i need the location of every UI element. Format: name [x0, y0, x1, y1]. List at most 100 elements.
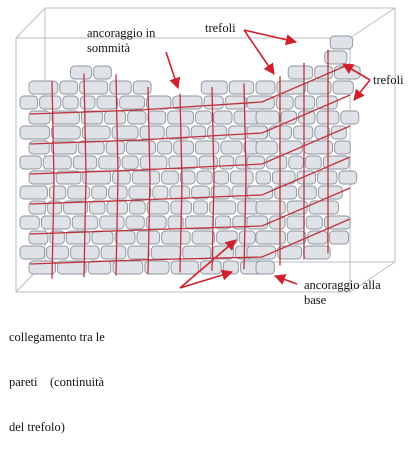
- stone-block-front-wall: [105, 111, 126, 124]
- stone-block-front-wall: [170, 186, 190, 199]
- stone-block-return-wall: [335, 141, 351, 154]
- stone-block-return-wall: [309, 201, 338, 214]
- stone-block-return-wall: [339, 171, 357, 184]
- stone-block-front-wall: [120, 96, 145, 109]
- stone-block-return-wall: [270, 216, 285, 229]
- stone-block-return-wall: [256, 171, 271, 184]
- stone-block-return-wall: [288, 66, 313, 79]
- stone-block-front-wall: [80, 96, 95, 109]
- arrow-top-anchor: [166, 52, 178, 88]
- stone-block-return-wall: [278, 246, 302, 259]
- stone-block-return-wall: [276, 96, 293, 109]
- stone-block-front-wall: [196, 141, 219, 154]
- label-wall-connection-line1: collegamento tra le: [9, 330, 105, 345]
- label-top-anchor-line1: ancoraggio in: [87, 26, 155, 41]
- stone-block-front-wall: [196, 111, 212, 124]
- stone-block-front-wall: [140, 156, 167, 169]
- stone-block-front-wall: [40, 96, 61, 109]
- label-wall-connection: collegamento tra le pareti (continuità d…: [9, 300, 105, 465]
- label-base-anchor: ancoraggio alla base: [304, 278, 381, 308]
- stone-block-return-wall: [305, 156, 321, 169]
- stone-block-return-wall: [256, 231, 285, 244]
- stone-block-front-wall: [128, 111, 146, 124]
- stone-block-front-wall: [171, 261, 198, 274]
- label-strands-top-text: trefoli: [205, 21, 236, 36]
- stone-block-front-wall: [20, 246, 45, 259]
- stone-block-front-wall: [128, 246, 149, 259]
- stone-block-front-wall: [112, 126, 138, 139]
- stone-block-return-wall: [304, 246, 331, 259]
- stone-block-front-wall: [231, 171, 254, 184]
- stone-block-front-wall: [162, 231, 191, 244]
- stone-block-front-wall: [106, 141, 124, 154]
- stone-block-front-wall: [129, 186, 151, 199]
- stone-block-front-wall: [147, 96, 171, 109]
- stone-block-front-wall: [50, 186, 66, 199]
- stone-block-front-wall: [151, 246, 181, 259]
- stone-block-front-wall: [113, 171, 131, 184]
- stone-block-return-wall: [256, 111, 279, 124]
- stone-block-return-wall: [333, 81, 353, 94]
- stone-block-return-wall: [247, 216, 268, 229]
- stone-block-front-wall: [122, 156, 138, 169]
- stone-block-front-wall: [185, 216, 213, 229]
- stone-block-front-wall: [140, 126, 164, 139]
- stone-block-front-wall: [130, 201, 146, 214]
- stone-block-front-wall: [94, 66, 112, 79]
- stone-block-front-wall: [100, 216, 124, 229]
- stone-block-front-wall: [113, 261, 143, 274]
- stone-block-front-wall: [20, 96, 38, 109]
- stone-block-front-wall: [101, 246, 126, 259]
- stone-block-front-wall: [110, 81, 132, 94]
- stone-block-front-wall: [99, 156, 121, 169]
- label-strands-right-text: trefoli: [373, 73, 404, 88]
- label-strands-top: trefoli: [205, 21, 236, 36]
- stone-block-front-wall: [194, 201, 208, 214]
- arrow-base-anchor: [275, 276, 297, 284]
- stone-block-return-wall: [299, 186, 317, 199]
- stone-block-front-wall: [229, 81, 253, 94]
- stone-block-return-wall: [330, 36, 352, 49]
- stone-blocks: [20, 36, 360, 274]
- stone-block-front-wall: [78, 141, 104, 154]
- stone-block-front-wall: [71, 66, 92, 79]
- stone-block-front-wall: [183, 246, 211, 259]
- stone-block-return-wall: [306, 216, 322, 229]
- stone-block-front-wall: [148, 111, 166, 124]
- stone-block-return-wall: [247, 156, 265, 169]
- stone-block-return-wall: [294, 126, 313, 139]
- stone-block-front-wall: [63, 96, 78, 109]
- stone-block-front-wall: [29, 81, 58, 94]
- label-base-anchor-line1: ancoraggio alla: [304, 278, 381, 293]
- stone-block-front-wall: [90, 201, 105, 214]
- stone-block-return-wall: [315, 126, 329, 139]
- stone-block-front-wall: [83, 171, 111, 184]
- stone-block-front-wall: [208, 126, 227, 139]
- stone-block-front-wall: [225, 96, 246, 109]
- stone-block-front-wall: [239, 231, 255, 244]
- stone-block-front-wall: [158, 141, 172, 154]
- stone-block-front-wall: [153, 186, 168, 199]
- stone-block-return-wall: [289, 156, 304, 169]
- stone-block-return-wall: [318, 171, 338, 184]
- stone-block-front-wall: [47, 246, 69, 259]
- stone-block-return-wall: [256, 201, 285, 214]
- stone-block-front-wall: [204, 96, 223, 109]
- stone-block-front-wall: [126, 216, 144, 229]
- stone-block-front-wall: [82, 126, 110, 139]
- stone-block-front-wall: [201, 81, 227, 94]
- stone-block-front-wall: [132, 171, 159, 184]
- arrow-strands-right-b: [354, 80, 370, 100]
- label-top-anchor-line2: sommità: [87, 41, 155, 56]
- label-wall-connection-line2: pareti (continuità: [9, 375, 105, 390]
- stone-block-front-wall: [126, 141, 155, 154]
- stone-block-front-wall: [68, 186, 90, 199]
- stone-block-front-wall: [147, 201, 169, 214]
- stone-block-front-wall: [20, 216, 39, 229]
- stone-block-front-wall: [162, 171, 179, 184]
- label-strands-right: trefoli: [373, 73, 404, 88]
- stone-block-front-wall: [73, 156, 96, 169]
- stone-block-front-wall: [197, 171, 212, 184]
- stone-block-front-wall: [221, 141, 242, 154]
- stone-block-return-wall: [256, 141, 277, 154]
